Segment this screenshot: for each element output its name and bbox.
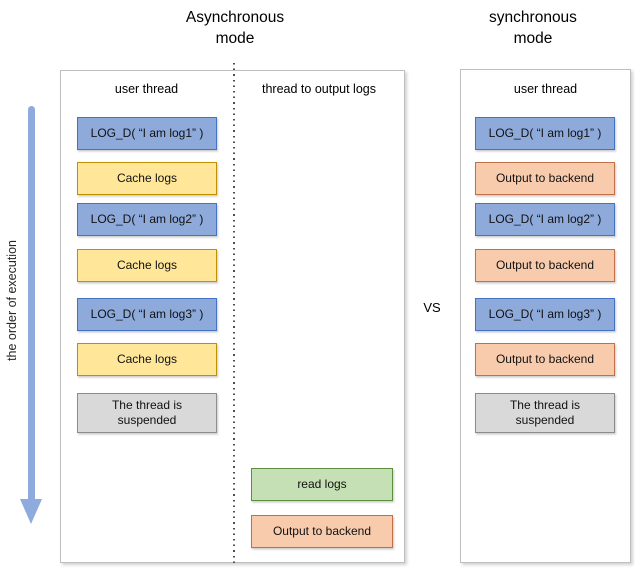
execution-order-arrow-head-icon: [20, 499, 42, 524]
step-box-label: Cache logs: [116, 171, 178, 185]
step-box-label: LOG_D( “I am log1” ): [90, 126, 204, 140]
step-box-label: read logs: [297, 477, 347, 491]
step-box-label: LOG_D( “I am log3” ): [488, 307, 602, 321]
step-box-label: The thread is suspended: [509, 398, 581, 427]
step-box-async-output-backend: Output to backend: [251, 515, 393, 548]
step-box-label: The thread is suspended: [111, 398, 183, 427]
sync-mode-title-line2: mode: [513, 30, 553, 47]
step-box-label: Cache logs: [116, 352, 178, 366]
step-box-async-log2: LOG_D( “I am log2” ): [77, 203, 217, 236]
step-box-label: LOG_D( “I am log3” ): [90, 307, 204, 321]
step-box-async-cache2: Cache logs: [77, 249, 217, 282]
step-box-async-log3: LOG_D( “I am log3” ): [77, 298, 217, 331]
step-box-sync-output1: Output to backend: [475, 162, 615, 195]
async-mode-title-line1: Asynchronous: [185, 9, 285, 26]
step-box-label: Output to backend: [495, 171, 595, 185]
step-box-read-logs: read logs: [251, 468, 393, 501]
step-box-label: Output to backend: [495, 352, 595, 366]
async-user-thread-header: user thread: [114, 82, 179, 96]
step-box-async-log1: LOG_D( “I am log1” ): [77, 117, 217, 150]
vs-label: VS: [423, 300, 441, 315]
sync-user-thread-header: user thread: [513, 82, 578, 96]
step-box-sync-log1: LOG_D( “I am log1” ): [475, 117, 615, 150]
execution-order-label: the order of execution: [5, 240, 19, 361]
step-box-label: LOG_D( “I am log1” ): [488, 126, 602, 140]
step-box-async-suspended: The thread is suspended: [77, 393, 217, 433]
step-box-label: Output to backend: [495, 258, 595, 272]
step-box-sync-suspended: The thread is suspended: [475, 393, 615, 433]
step-box-sync-log2: LOG_D( “I am log2” ): [475, 203, 615, 236]
async-mode-title-line2: mode: [215, 30, 255, 47]
step-box-label: Cache logs: [116, 258, 178, 272]
execution-order-axis: the order of execution: [2, 98, 22, 503]
step-box-label: LOG_D( “I am log2” ): [90, 212, 204, 226]
step-box-sync-log3: LOG_D( “I am log3” ): [475, 298, 615, 331]
step-box-async-cache3: Cache logs: [77, 343, 217, 376]
step-box-async-cache1: Cache logs: [77, 162, 217, 195]
step-box-sync-output2: Output to backend: [475, 249, 615, 282]
thread-divider-dotted-line: [233, 63, 235, 563]
async-mode-title: Asynchronous mode: [135, 7, 335, 49]
sync-mode-title: synchronous mode: [433, 7, 633, 49]
step-box-label: Output to backend: [272, 524, 372, 538]
step-box-label: LOG_D( “I am log2” ): [488, 212, 602, 226]
sync-mode-title-line1: synchronous: [489, 9, 577, 26]
step-box-sync-output3: Output to backend: [475, 343, 615, 376]
execution-order-arrow-shaft: [28, 106, 35, 500]
async-output-thread-header: thread to output logs: [262, 82, 376, 96]
